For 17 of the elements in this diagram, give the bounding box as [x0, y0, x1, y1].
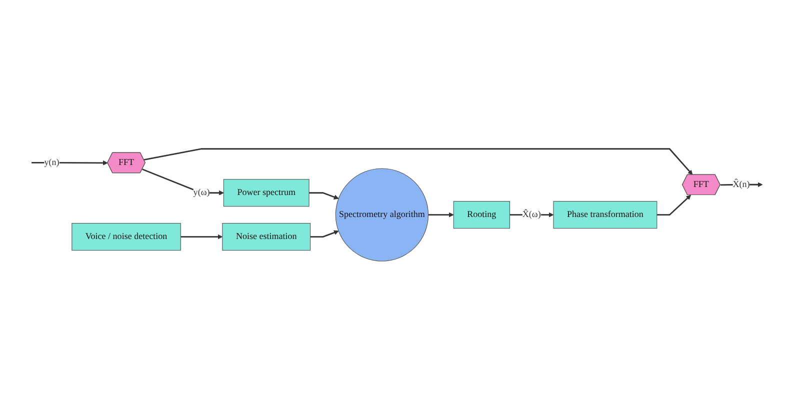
- arrow: [32, 160, 108, 166]
- edge-label: y(ω): [193, 188, 210, 198]
- arrow: [656, 194, 692, 216]
- node-box: Rooting: [453, 201, 510, 229]
- node-box: Noise estimation: [222, 223, 311, 251]
- edge-label: X̂(ω): [522, 210, 541, 220]
- node-box: Phase transformation: [553, 201, 658, 229]
- arrow: [309, 192, 339, 200]
- node-circle: Spectrometry algorithm: [335, 168, 429, 262]
- arrow: [428, 212, 454, 218]
- arrow: [180, 234, 223, 240]
- node-box: Power spectrum: [223, 179, 310, 207]
- node-box: Voice / noise detection: [72, 223, 181, 251]
- arrow: [310, 230, 339, 238]
- edge-label: y(n): [44, 158, 60, 168]
- edge-label: X̂(n): [732, 180, 750, 190]
- arrow: [144, 148, 693, 175]
